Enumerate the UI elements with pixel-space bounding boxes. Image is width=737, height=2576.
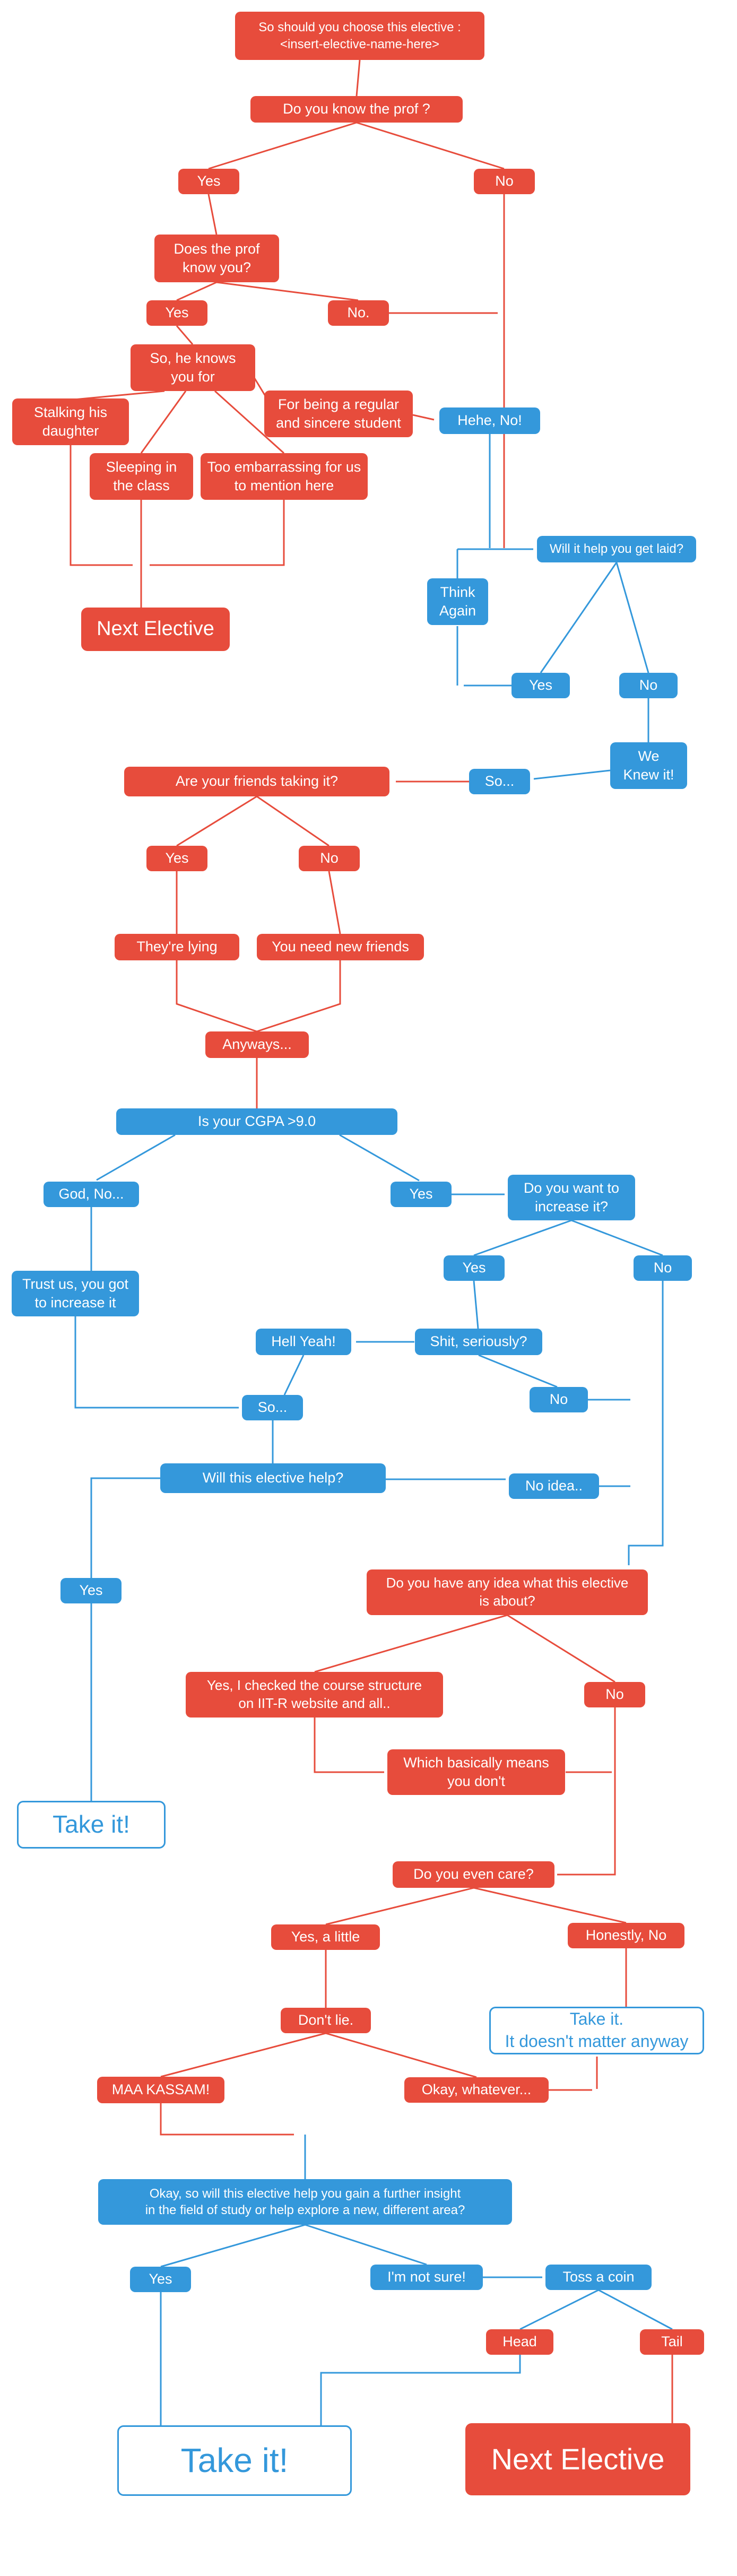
node-next-elective-final: Next Elective xyxy=(465,2423,690,2495)
node-stalking-daughter: Stalking his daughter xyxy=(12,398,129,445)
node-yes-increase: Yes xyxy=(444,1255,505,1281)
node-yes-prof-knows: Yes xyxy=(146,300,207,326)
node-q-about: Do you have any idea what this elective … xyxy=(367,1569,648,1615)
node-basically-dont: Which basically means you don't xyxy=(387,1749,565,1795)
node-q-cgpa: Is your CGPA >9.0 xyxy=(116,1108,397,1135)
node-take-it-matter: Take it. It doesn't matter anyway xyxy=(489,2007,704,2054)
node-no-increase: No xyxy=(634,1255,692,1281)
node-dont-lie: Don't lie. xyxy=(281,2008,371,2033)
node-theyre-lying: They're lying xyxy=(115,934,239,960)
node-yes-friends: Yes xyxy=(146,846,207,871)
node-okay-whatever: Okay, whatever... xyxy=(404,2077,549,2103)
node-need-new-friends: You need new friends xyxy=(257,934,424,960)
node-q-care: Do you even care? xyxy=(393,1861,554,1888)
node-not-sure: I'm not sure! xyxy=(370,2265,483,2290)
node-no-about: No xyxy=(584,1682,645,1707)
node-next-elective-top: Next Elective xyxy=(81,608,230,651)
node-title: So should you choose this elective : <in… xyxy=(235,12,484,60)
node-sleeping-class: Sleeping in the class xyxy=(90,453,193,500)
node-q-prof-know-you: Does the prof know you? xyxy=(154,235,279,282)
node-no-know-prof: No xyxy=(474,169,535,194)
edges-red-group xyxy=(70,59,673,2423)
node-shit-seriously: Shit, seriously? xyxy=(415,1329,542,1355)
node-q-know-prof: Do you know the prof ? xyxy=(250,96,463,123)
edges-blue-group xyxy=(74,434,673,2425)
node-head: Head xyxy=(486,2329,553,2355)
node-no-friends: No xyxy=(299,846,360,871)
node-no-shit: No xyxy=(530,1387,588,1412)
node-no-prof-knows: No. xyxy=(328,300,389,326)
node-tail: Tail xyxy=(640,2329,704,2355)
node-yes-know-prof: Yes xyxy=(178,169,239,194)
node-so-2: So... xyxy=(242,1395,303,1420)
node-hell-yeah: Hell Yeah! xyxy=(256,1329,351,1355)
node-q-increase: Do you want to increase it? xyxy=(508,1175,635,1220)
node-yes-laid: Yes xyxy=(511,673,570,698)
node-anyways: Anyways... xyxy=(205,1031,309,1058)
node-q-friends-taking: Are your friends taking it? xyxy=(124,767,389,796)
node-toss-coin: Toss a coin xyxy=(545,2265,652,2290)
node-q-elective-help: Will this elective help? xyxy=(160,1463,386,1493)
node-god-no: God, No... xyxy=(44,1182,139,1207)
node-regular-student: For being a regular and sincere student xyxy=(264,391,413,437)
node-no-idea: No idea.. xyxy=(509,1473,599,1499)
node-q-insight: Okay, so will this elective help you gai… xyxy=(98,2179,512,2225)
node-yes-help: Yes xyxy=(60,1578,122,1603)
node-think-again: Think Again xyxy=(427,578,488,625)
node-yes-cgpa: Yes xyxy=(391,1182,452,1207)
node-we-knew-it: We Knew it! xyxy=(610,742,687,789)
node-so-1: So... xyxy=(469,769,530,794)
node-honestly-no: Honestly, No xyxy=(568,1923,684,1948)
node-yes-little: Yes, a little xyxy=(271,1924,380,1950)
node-yes-insight: Yes xyxy=(130,2267,191,2292)
node-no-laid: No xyxy=(619,673,678,698)
node-trust-us: Trust us, you got to increase it xyxy=(12,1271,139,1316)
node-q-knows-you-for: So, he knows you for xyxy=(131,344,255,391)
node-q-get-laid: Will it help you get laid? xyxy=(537,536,696,562)
node-too-embarrassing: Too embarrassing for us to mention here xyxy=(201,453,368,500)
node-take-it-final: Take it! xyxy=(117,2425,352,2496)
node-hehe-no: Hehe, No! xyxy=(439,407,540,434)
node-take-it-1: Take it! xyxy=(17,1801,166,1849)
node-maa-kassam: MAA KASSAM! xyxy=(97,2077,224,2103)
node-checked-structure: Yes, I checked the course structure on I… xyxy=(186,1672,443,1718)
